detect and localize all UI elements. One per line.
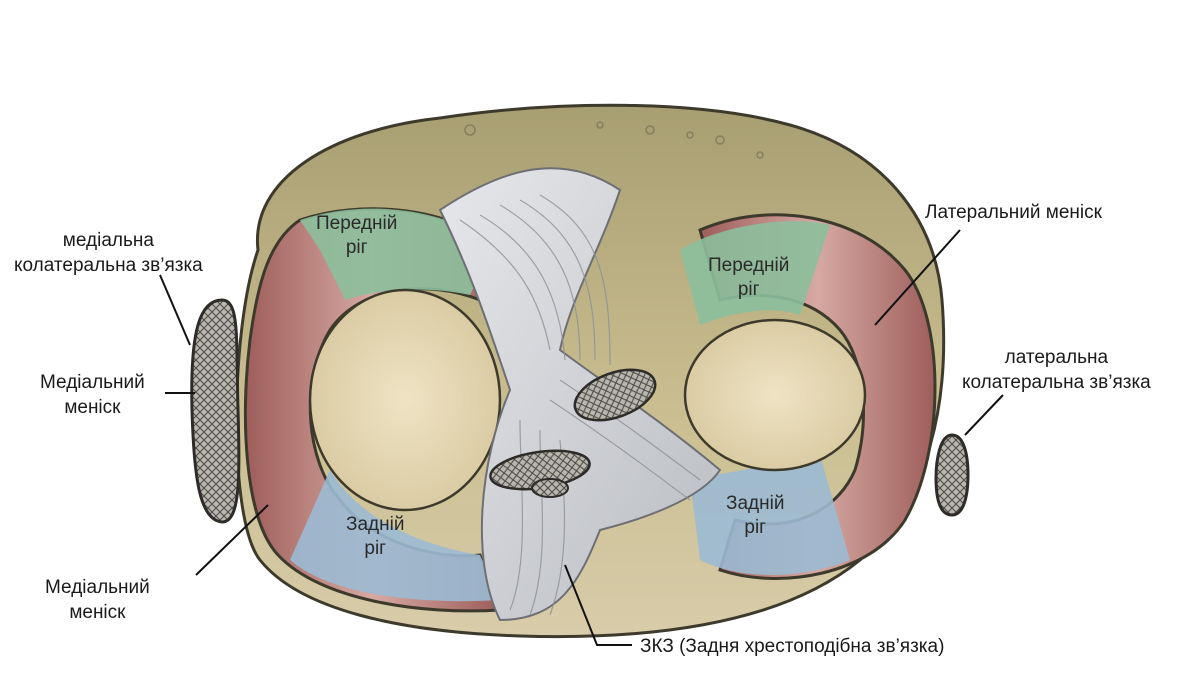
label-medial-meniscus-top-line2: меніск xyxy=(64,397,121,418)
pointer-lateral-meniscus xyxy=(874,229,961,326)
label-lcl-line2: колатеральна зв’язка xyxy=(962,372,1151,393)
zone-medial-anterior-line2: ріг xyxy=(345,237,368,258)
zone-medial-anterior-line1: Передній xyxy=(316,213,398,234)
pointer-lines xyxy=(159,229,1004,646)
label-pcl: ЗКЗ (Задня хрестоподібна зв’язка) xyxy=(640,636,945,657)
acl-cut-end xyxy=(573,368,657,422)
medial-collateral-ligament xyxy=(190,298,241,524)
label-lateral-collateral-ligament: латеральна колатеральна зв’язка xyxy=(962,345,1151,395)
zone-lateral-posterior-line1: Задній xyxy=(726,493,785,514)
zone-lateral-anterior-line1: Передній xyxy=(708,255,790,276)
label-medial-meniscus-bottom-line2: меніск xyxy=(69,602,126,623)
pointer-lcl xyxy=(964,394,1004,436)
label-medial-meniscus-bottom: Медіальний меніск xyxy=(45,575,150,625)
zone-label-lateral-posterior-horn: Задній ріг xyxy=(726,492,784,540)
zone-medial-posterior-line2: ріг xyxy=(364,538,387,559)
mfl-cut-end xyxy=(531,478,569,498)
pointer-medial-meniscus-bottom xyxy=(195,504,269,576)
zone-label-lateral-anterior-horn: Передній ріг xyxy=(708,254,789,302)
medial-anterior-horn-zone xyxy=(300,208,495,300)
label-medial-meniscus-top-line1: Медіальний xyxy=(40,372,145,393)
lateral-collateral-ligament xyxy=(934,433,970,517)
label-mcl-line2: колатеральна зв’язка xyxy=(14,255,203,276)
lateral-posterior-horn-zone xyxy=(690,455,850,575)
label-lcl-line1: латеральна xyxy=(1004,347,1109,368)
label-lateral-meniscus: Латеральний меніск xyxy=(925,202,1102,223)
lateral-anterior-horn-zone xyxy=(680,221,830,325)
label-medial-meniscus-bottom-line1: Медіальний xyxy=(45,577,150,598)
label-medial-meniscus-top: Медіальний меніск xyxy=(40,370,145,420)
zone-lateral-anterior-line2: ріг xyxy=(737,279,760,300)
medial-posterior-horn-zone xyxy=(290,470,500,602)
zone-label-medial-anterior-horn: Передній ріг xyxy=(316,212,397,260)
medial-condyle-surface xyxy=(308,288,502,512)
pointer-mcl xyxy=(159,274,191,346)
label-medial-collateral-ligament: медіальна колатеральна зв’язка xyxy=(14,228,203,278)
lateral-condyle-surface xyxy=(683,318,867,472)
pointer-pcl xyxy=(564,564,632,646)
zone-lateral-posterior-line2: ріг xyxy=(744,517,767,538)
zone-medial-posterior-line1: Задній xyxy=(346,514,405,535)
label-mcl-line1: медіальна xyxy=(62,230,154,251)
lateral-meniscus-shape xyxy=(698,213,937,580)
zone-label-medial-posterior-horn: Задній ріг xyxy=(346,513,404,561)
